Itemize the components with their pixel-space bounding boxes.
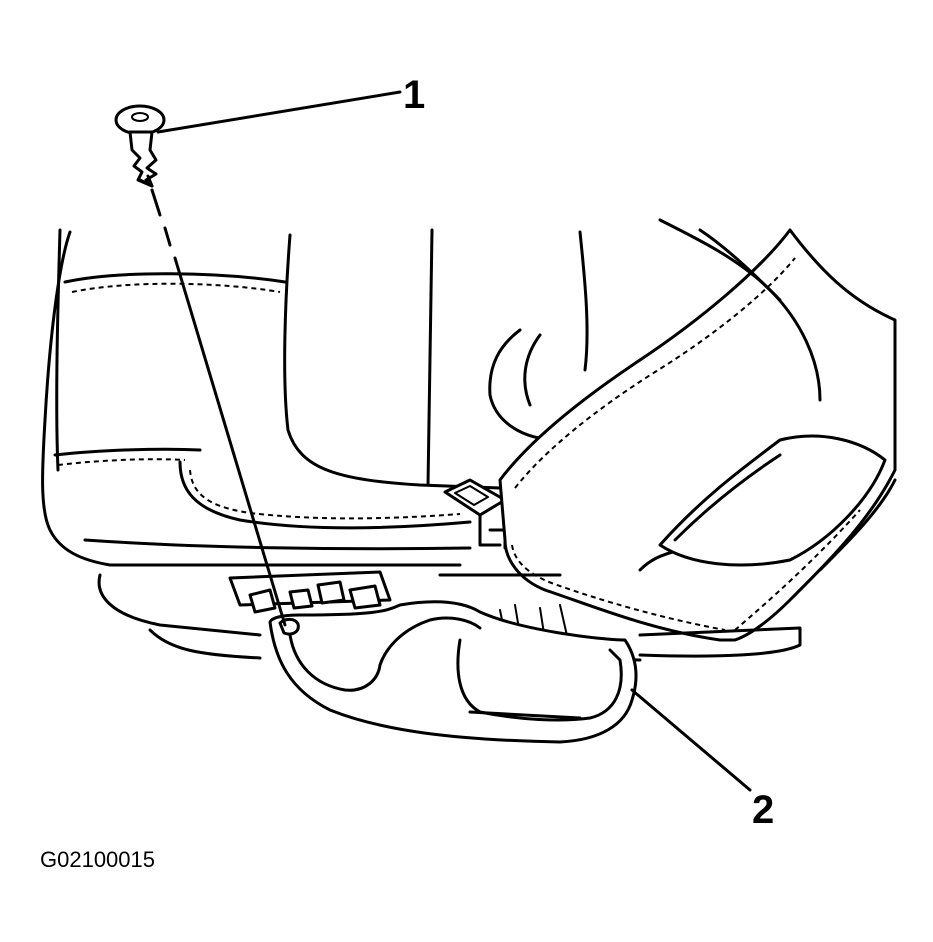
belt-buckle bbox=[443, 478, 507, 550]
screw-icon bbox=[114, 104, 166, 188]
seat-track bbox=[97, 570, 802, 662]
callout-label-1: 1 bbox=[403, 73, 425, 117]
guide-line-top bbox=[150, 188, 162, 217]
callout-label-2: 2 bbox=[752, 788, 774, 832]
seat-back bbox=[283, 228, 589, 490]
leader-line-1 bbox=[156, 90, 402, 134]
side-cover bbox=[268, 600, 638, 744]
figure-id: G02100015 bbox=[40, 847, 155, 872]
side-panel bbox=[498, 218, 897, 642]
guide-line bbox=[173, 256, 287, 627]
leader-line-2 bbox=[630, 688, 752, 792]
seat-cushion bbox=[41, 228, 472, 567]
guide-line-gap bbox=[163, 226, 172, 247]
